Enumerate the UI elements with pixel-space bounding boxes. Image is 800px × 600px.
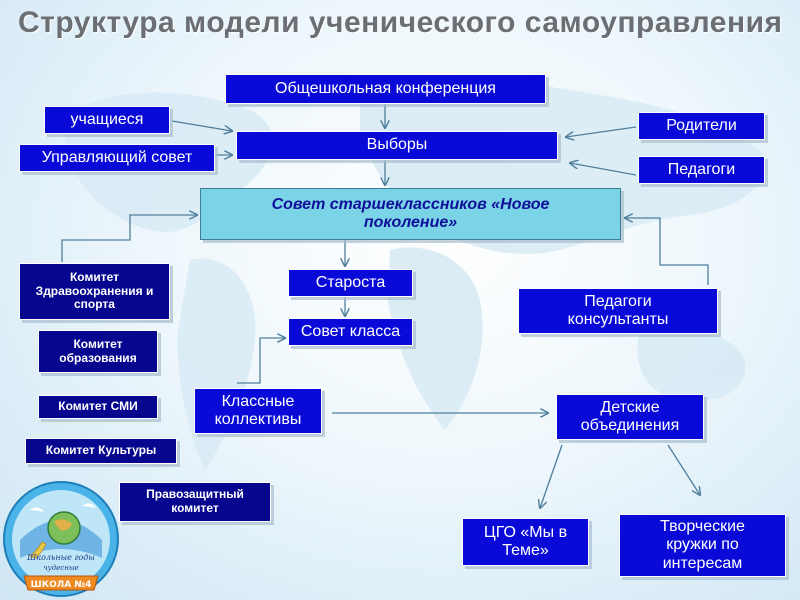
node-class-collectives: Классные коллективы [194,388,322,434]
node-conference: Общешкольная конференция [225,74,546,104]
node-media-committee: Комитет СМИ [38,395,158,419]
logo-caption-line2: чудесные [43,564,78,572]
node-governing-council: Управляющий совет [19,144,215,172]
node-rights-committee: Правозащитный комитет [119,482,271,522]
node-health-committee: Комитет Здравоохранения и спорта [19,263,170,320]
logo-caption-line1: Школьные годы [26,553,95,562]
logo-ribbon-text: ШКОЛА №4 [31,580,92,590]
arrow-collectives-to-class-council [237,338,285,384]
node-headman: Староста [288,269,413,297]
arrow-consultants-to-senior-council [625,218,709,285]
node-teacher-consultants: Педагоги консультанты [518,288,718,334]
node-students: учащиеся [44,106,170,134]
node-teachers: Педагоги [638,156,765,184]
node-cgo: ЦГО «Мы в Теме» [462,518,589,566]
arrow-teachers-to-elections [570,163,637,176]
node-class-council: Совет класса [288,318,413,346]
node-senior-council: Совет старшеклассников «Новое поколение» [200,188,621,240]
arrow-parents-to-elections [566,126,637,137]
arrow-associations-to-cgo [540,444,563,508]
node-children-associations: Детские объединения [556,394,704,440]
node-culture-committee: Комитет Культуры [25,438,177,464]
page-title: Структура модели ученического самоуправл… [18,6,783,39]
arrow-associations-to-circles [667,444,700,495]
node-education-committee: Комитет образования [38,330,158,373]
node-parents: Родители [638,112,765,140]
node-elections: Выборы [236,131,558,160]
node-creative-circles: Творческие кружки по интересам [619,514,786,577]
school-logo: Школьные годы чудесные ШКОЛА №4 [3,481,119,597]
arrow-students-to-elections [171,120,232,131]
arrow-health-to-senior-council [61,215,197,262]
